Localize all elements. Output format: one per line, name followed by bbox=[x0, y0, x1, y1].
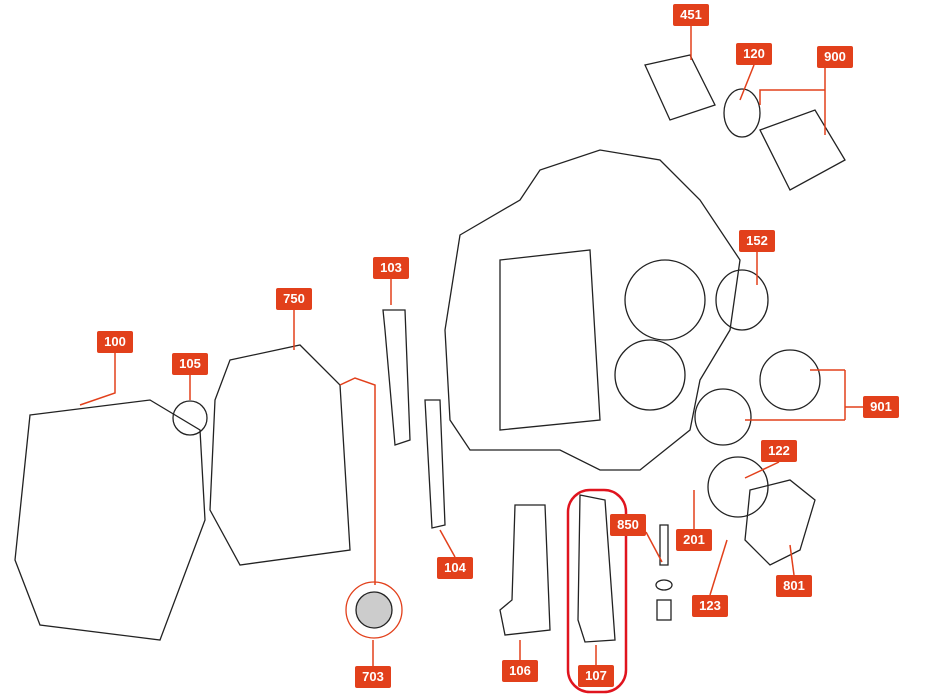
callout-901[interactable]: 901 bbox=[863, 396, 899, 418]
callout-107[interactable]: 107 bbox=[578, 665, 614, 687]
gasket-107 bbox=[577, 494, 616, 643]
callout-104[interactable]: 104 bbox=[437, 557, 473, 579]
transmission-housing bbox=[444, 149, 741, 471]
callout-120[interactable]: 120 bbox=[736, 43, 772, 65]
callout-900[interactable]: 900 bbox=[817, 46, 853, 68]
gasket-106 bbox=[499, 504, 551, 636]
callout-100[interactable]: 100 bbox=[97, 331, 133, 353]
callout-106[interactable]: 106 bbox=[502, 660, 538, 682]
pump-801 bbox=[744, 479, 816, 566]
callout-703[interactable]: 703 bbox=[355, 666, 391, 688]
callout-105[interactable]: 105 bbox=[172, 353, 208, 375]
callout-750[interactable]: 750 bbox=[276, 288, 312, 310]
callout-850[interactable]: 850 bbox=[610, 514, 646, 536]
callout-152[interactable]: 152 bbox=[739, 230, 775, 252]
callout-103[interactable]: 103 bbox=[373, 257, 409, 279]
callout-201[interactable]: 201 bbox=[676, 529, 712, 551]
callout-122[interactable]: 122 bbox=[761, 440, 797, 462]
callout-451[interactable]: 451 bbox=[673, 4, 709, 26]
valve-body-750 bbox=[209, 344, 351, 566]
callout-123[interactable]: 123 bbox=[692, 595, 728, 617]
highlight-box-107 bbox=[566, 488, 628, 694]
filter-cover-900 bbox=[759, 109, 846, 191]
cover-100 bbox=[14, 399, 206, 641]
filter-451 bbox=[644, 54, 716, 121]
gasket-103 bbox=[382, 309, 411, 446]
gasket-104 bbox=[424, 399, 446, 529]
callout-801[interactable]: 801 bbox=[776, 575, 812, 597]
